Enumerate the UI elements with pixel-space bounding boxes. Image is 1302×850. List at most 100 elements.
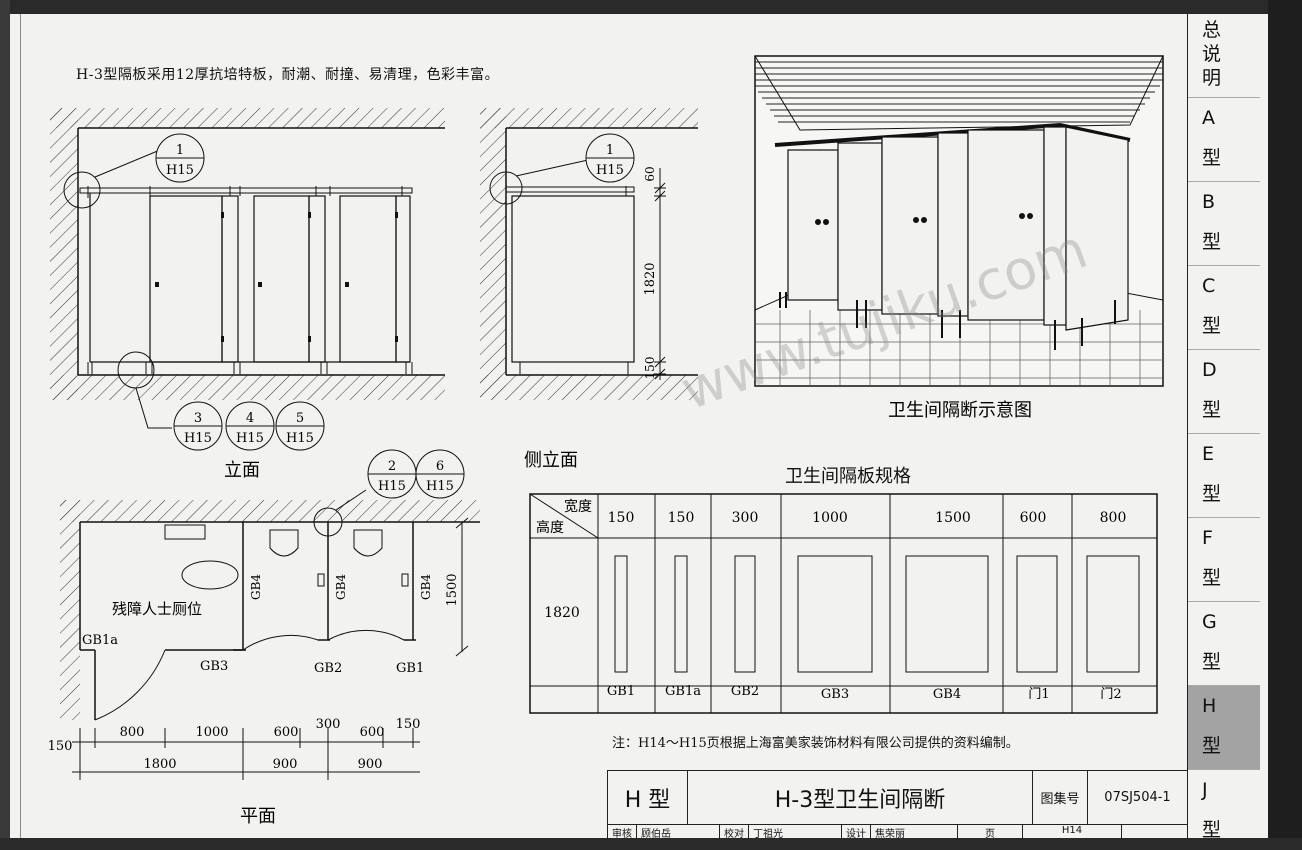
plan-drawing: [60, 449, 480, 780]
dim-900-b: 900: [358, 757, 383, 772]
spec-code-4: GB3: [821, 687, 849, 702]
plan-callout-2-num: 2: [388, 459, 396, 474]
side-dim-1820: 1820: [643, 262, 658, 295]
side-callout-ref: H15: [596, 163, 624, 178]
spec-code-5: GB4: [933, 687, 961, 702]
tab-g-label: 型: [1202, 651, 1222, 673]
tab-e-letter: E: [1202, 443, 1215, 465]
tb-review-label: 审核: [608, 825, 637, 840]
plan-callout-6-num: 6: [436, 459, 444, 474]
spec-code-6: 门1: [1028, 687, 1049, 702]
label-gb4-a: GB4: [249, 574, 263, 600]
side-dim-150: 150: [643, 357, 657, 380]
right-dark-margin: [1268, 0, 1302, 838]
plan-callout-2-ref: H15: [378, 479, 406, 494]
tab-d-label: 型: [1202, 399, 1222, 421]
tab-g-letter: G: [1202, 611, 1217, 633]
accessible-stall-label: 残障人士厕位: [112, 600, 202, 618]
callout-5-ref: H15: [286, 431, 314, 446]
title-block-atlas-label: 图集号: [1033, 771, 1088, 825]
tab-h-label: 型: [1202, 735, 1222, 757]
elev-callout-ref: H15: [166, 163, 194, 178]
label-gb4-b: GB4: [334, 574, 348, 600]
spec-width-3: 300: [732, 510, 759, 526]
tab-type-c[interactable]: C 型: [1188, 266, 1260, 350]
dim-800: 800: [120, 725, 145, 740]
tb-page-label: 页: [958, 825, 1023, 840]
callout-4-ref: H15: [236, 431, 264, 446]
spec-width-1: 150: [608, 510, 635, 526]
callout-4-num: 4: [246, 411, 254, 426]
tab-c-label: 型: [1202, 315, 1222, 337]
tab-general-line-2: 说: [1202, 43, 1222, 65]
plan-dim-1500: 1500: [445, 573, 460, 606]
tab-type-a[interactable]: A 型: [1188, 98, 1260, 182]
spec-height: 1820: [544, 605, 580, 621]
tab-b-label: 型: [1202, 231, 1222, 253]
elevation-drawing: [50, 108, 445, 451]
tb-page-no: H14: [1023, 825, 1122, 839]
top-note: H-3型隔板采用12厚抗培特板，耐潮、耐撞、易清理，色彩丰富。: [76, 67, 500, 83]
footnote: 注：H14～H15页根据上海富美家装饰材料有限公司提供的资料编制。: [612, 736, 1019, 751]
perspective-drawing: [754, 55, 1164, 387]
tab-d-letter: D: [1202, 359, 1217, 381]
tab-a-label: 型: [1202, 147, 1222, 169]
tb-reviewer: 顾伯岳: [637, 825, 720, 840]
title-block-atlas-no: 07SJ504-1: [1088, 771, 1188, 825]
dim-150-left: 150: [48, 739, 73, 754]
tb-design-label: 设计: [842, 825, 871, 840]
tab-type-g[interactable]: G 型: [1188, 602, 1260, 686]
tab-j-letter: J: [1202, 779, 1208, 801]
tab-type-f[interactable]: F 型: [1188, 518, 1260, 602]
tab-f-label: 型: [1202, 567, 1222, 589]
tab-b-letter: B: [1202, 191, 1216, 213]
tab-general-line-3: 明: [1202, 67, 1222, 89]
dim-1000: 1000: [195, 725, 228, 740]
side-dim-60: 60: [643, 166, 657, 181]
tab-type-b[interactable]: B 型: [1188, 182, 1260, 266]
spec-width-7: 800: [1100, 510, 1127, 526]
tab-type-d[interactable]: D 型: [1188, 350, 1260, 434]
tab-a-letter: A: [1202, 107, 1215, 129]
title-block-type: H 型: [608, 771, 688, 825]
callout-3-ref: H15: [184, 431, 212, 446]
tb-designer: 焦荣丽: [871, 825, 958, 840]
dim-600-b: 600: [360, 725, 385, 740]
spec-width-5: 1500: [935, 510, 971, 526]
tab-f-letter: F: [1202, 527, 1213, 549]
elevation-caption: 立面: [224, 460, 260, 481]
spec-table-title: 卫生间隔板规格: [785, 466, 911, 487]
spec-code-2: GB1a: [665, 684, 701, 699]
tab-type-h[interactable]: H 型: [1188, 686, 1260, 770]
perspective-caption: 卫生间隔断示意图: [888, 400, 1032, 421]
tb-check-label: 校对: [720, 825, 749, 840]
title-block: H 型 H-3型卫生间隔断 图集号 07SJ504-1 审核 顾伯岳 校对 丁祖…: [607, 770, 1188, 840]
plan-callout-6-ref: H15: [426, 479, 454, 494]
title-block-title: H-3型卫生间隔断: [688, 771, 1033, 825]
tab-type-j[interactable]: J 型: [1188, 770, 1260, 841]
tab-type-e[interactable]: E 型: [1188, 434, 1260, 518]
tab-c-letter: C: [1202, 275, 1216, 297]
spec-code-1: GB1: [607, 684, 635, 699]
spec-code-3: GB2: [731, 684, 759, 699]
spec-width-6: 600: [1020, 510, 1047, 526]
dim-900-a: 900: [273, 757, 298, 772]
label-gb3: GB3: [200, 659, 228, 674]
spec-corner-width: 宽度: [564, 498, 592, 515]
label-gb2: GB2: [314, 661, 342, 676]
section-tabs: 总 说 明 A 型 B 型 C 型 D 型 E 型 F 型 G 型 H 型 J …: [1187, 14, 1260, 841]
tab-general-line-1: 总: [1202, 19, 1222, 41]
title-block-signatures: 审核 顾伯岳 校对 丁祖光 设计 焦荣丽 页 H14: [608, 825, 1188, 840]
label-gb4-c: GB4: [419, 574, 433, 600]
tab-e-label: 型: [1202, 483, 1222, 505]
label-gb1a: GB1a: [82, 633, 118, 648]
dim-600-a: 600: [274, 725, 299, 740]
label-gb1: GB1: [396, 661, 424, 676]
callout-5-num: 5: [296, 411, 304, 426]
spec-width-2: 150: [668, 510, 695, 526]
callout-3-num: 3: [194, 411, 202, 426]
left-dark-margin: [0, 0, 10, 838]
tab-general[interactable]: 总 说 明: [1188, 14, 1260, 98]
plan-caption: 平面: [240, 806, 276, 827]
dim-300: 300: [316, 717, 341, 732]
